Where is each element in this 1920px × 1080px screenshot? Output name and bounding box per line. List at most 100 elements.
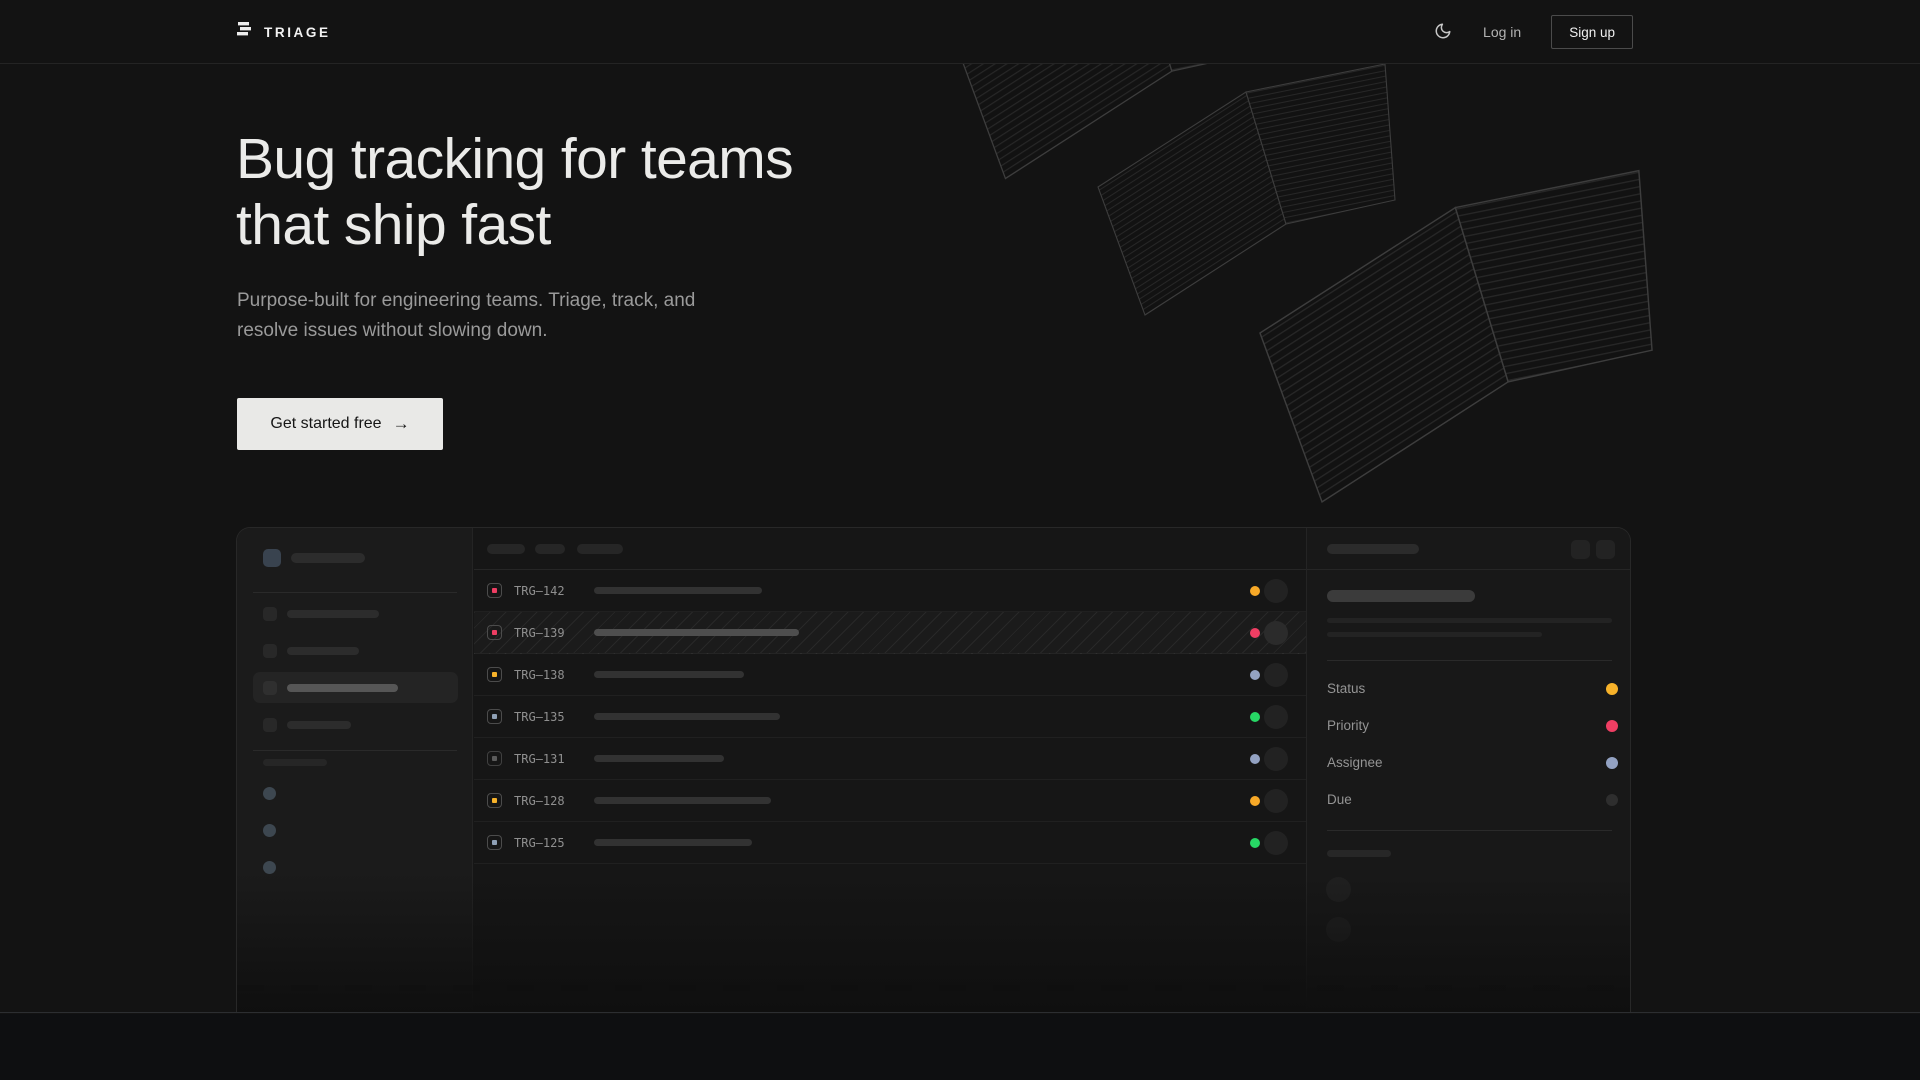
hero-title-line2: that ship fast <box>236 193 551 257</box>
hero-title-line1: Bug tracking for teams <box>236 127 794 191</box>
field-row: Due <box>1307 781 1630 818</box>
hero-subtitle-line2: resolve issues without slowing down. <box>237 320 548 341</box>
skeleton-pill <box>487 544 525 554</box>
issue-row: TRG–128 <box>474 780 1306 822</box>
issue-id: TRG–142 <box>514 583 565 598</box>
hero-subtitle-line1: Purpose-built for engineering teams. Tri… <box>237 290 696 311</box>
issue-title-skeleton <box>594 629 799 636</box>
issue-row: TRG–125 <box>474 822 1306 864</box>
issue-status-icon <box>487 667 502 682</box>
sidebar-dot <box>263 824 276 837</box>
issue-title-skeleton <box>594 755 724 762</box>
field-row: Priority <box>1307 707 1630 744</box>
issue-id: TRG–139 <box>514 625 565 640</box>
issue-title-skeleton <box>594 713 780 720</box>
sidebar-item-icon <box>263 607 277 621</box>
skeleton-pill <box>577 544 623 554</box>
skeleton-pill <box>535 544 565 554</box>
priority-dot <box>1606 719 1618 732</box>
mockup-issue-list: TRG–142 TRG–139 TRG–138 <box>474 528 1306 1012</box>
due-dot <box>1606 793 1618 806</box>
issue-status-icon <box>487 583 502 598</box>
issue-id: TRG–135 <box>514 709 565 724</box>
skeleton-pill <box>287 610 379 618</box>
priority-dot <box>1250 712 1260 722</box>
hero-section: Bug tracking for teams that ship fast Pu… <box>0 64 1920 1013</box>
priority-dot <box>1250 670 1260 680</box>
get-started-button[interactable]: Get started free → <box>237 398 443 450</box>
avatar <box>1264 579 1288 603</box>
priority-dot <box>1250 838 1260 848</box>
login-link[interactable]: Log in <box>1483 24 1522 40</box>
comment-avatar <box>1326 917 1351 942</box>
divider <box>1327 830 1612 831</box>
avatar <box>1264 705 1288 729</box>
priority-dot <box>1250 796 1260 806</box>
skeleton-pill <box>263 759 327 766</box>
priority-dot <box>1250 754 1260 764</box>
issue-title-skeleton <box>594 587 762 594</box>
issue-row: TRG–138 <box>474 654 1306 696</box>
field-label: Status <box>1327 681 1366 696</box>
top-navbar: TRIAGE Log in Sign up <box>0 0 1920 64</box>
avatar <box>1264 789 1288 813</box>
field-row: Assignee <box>1307 744 1630 781</box>
field-label: Due <box>1327 792 1352 807</box>
hero-title: Bug tracking for teams that ship fast <box>236 126 794 258</box>
app-preview-mockup: TRG–142 TRG–139 TRG–138 <box>236 527 1631 1012</box>
mockup-sidebar <box>237 528 473 1012</box>
skeleton-pill <box>1327 544 1419 554</box>
next-section-strip <box>0 1014 1920 1080</box>
assignee-dot <box>1606 756 1618 769</box>
moon-icon <box>1434 22 1452 43</box>
get-started-label: Get started free <box>270 415 382 432</box>
priority-dot <box>1250 586 1260 596</box>
divider <box>1327 660 1612 661</box>
status-dot <box>1606 682 1618 695</box>
skeleton-pill <box>287 721 351 729</box>
issue-row: TRG–142 <box>474 570 1306 612</box>
issue-row-selected: TRG–139 <box>474 612 1306 654</box>
hero-subtitle: Purpose-built for engineering teams. Tri… <box>237 286 695 346</box>
skeleton-line <box>1327 618 1612 623</box>
theme-toggle-button[interactable] <box>1433 22 1453 42</box>
skeleton-pill <box>287 647 359 655</box>
avatar <box>1264 621 1288 645</box>
signup-button[interactable]: Sign up <box>1551 15 1633 49</box>
brand-logo[interactable]: TRIAGE <box>237 0 331 64</box>
divider <box>253 750 457 751</box>
brand-name: TRIAGE <box>264 24 331 40</box>
issue-status-icon <box>487 751 502 766</box>
issue-status-icon <box>487 793 502 808</box>
avatar <box>1264 747 1288 771</box>
issue-id: TRG–125 <box>514 835 565 850</box>
arrow-right-icon: → <box>392 414 410 433</box>
field-label: Assignee <box>1327 755 1383 770</box>
field-row: Status <box>1307 670 1630 707</box>
divider <box>253 592 457 593</box>
skeleton-pill <box>291 553 365 563</box>
field-label: Priority <box>1327 718 1370 733</box>
sidebar-item-icon <box>263 681 277 695</box>
issue-title-skeleton <box>1327 590 1475 602</box>
sidebar-item-icon <box>263 644 277 658</box>
panel-button <box>1571 540 1590 559</box>
field-list: Status Priority Assignee Due <box>1307 670 1630 818</box>
avatar <box>1264 663 1288 687</box>
issue-id: TRG–138 <box>514 667 565 682</box>
panel-header <box>1307 528 1630 570</box>
issue-status-icon <box>487 835 502 850</box>
avatar <box>1264 831 1288 855</box>
priority-dot <box>1250 628 1260 638</box>
issue-status-icon <box>487 709 502 724</box>
fade-dashes <box>237 985 1630 991</box>
list-header <box>474 528 1306 570</box>
triage-stack-icon <box>237 21 252 43</box>
panel-header-buttons <box>1571 540 1615 559</box>
issue-id: TRG–128 <box>514 793 565 808</box>
nav-actions: Log in Sign up <box>1433 0 1633 64</box>
panel-button <box>1596 540 1615 559</box>
sidebar-dot <box>263 787 276 800</box>
issue-title-skeleton <box>594 797 771 804</box>
